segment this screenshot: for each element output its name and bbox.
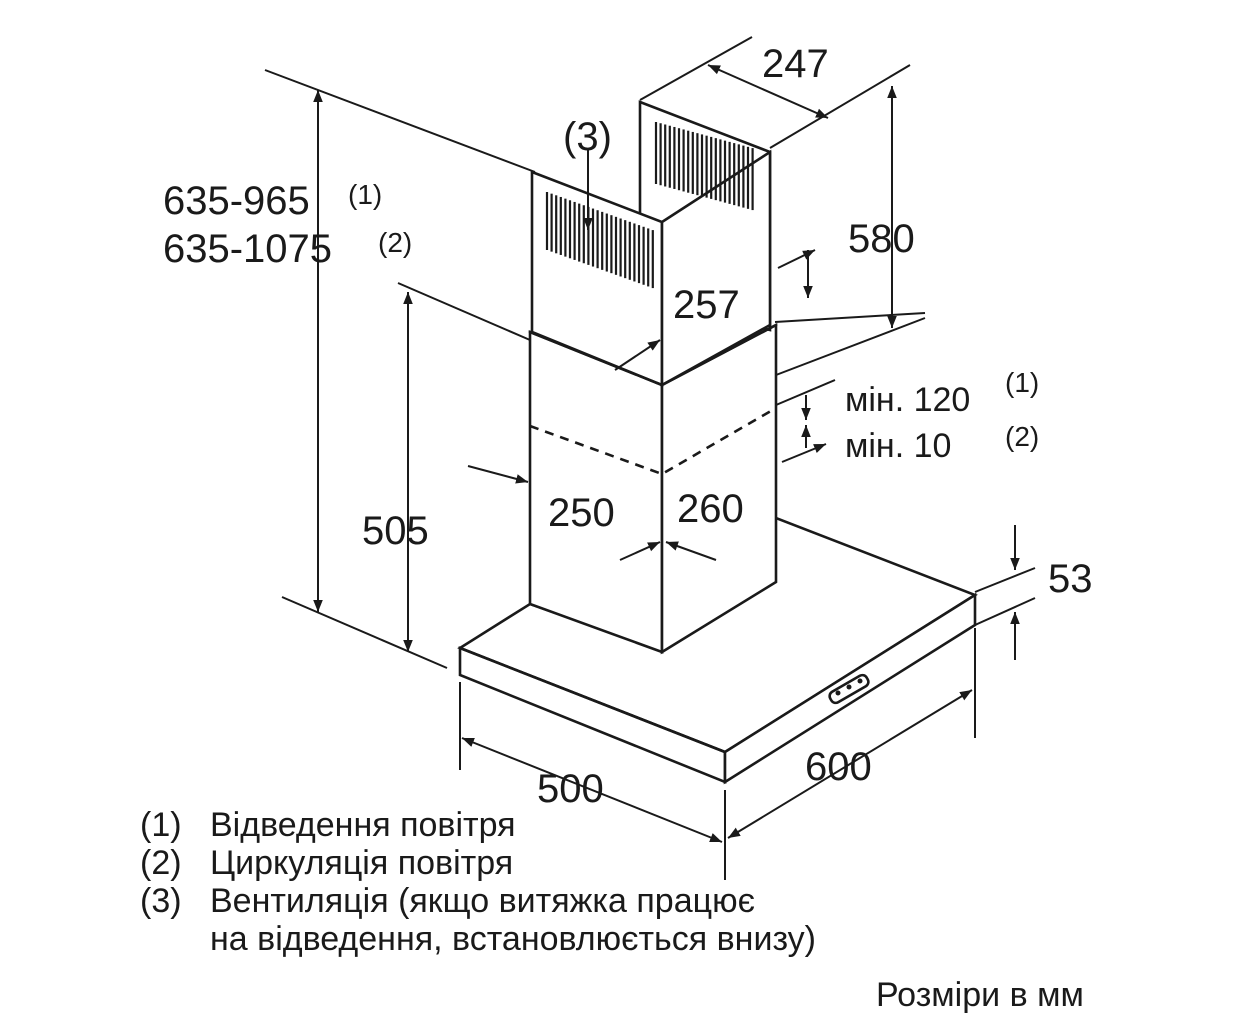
- legend-item: (2) Циркуляція повітря: [140, 844, 816, 882]
- ventilation-grille-back: [654, 122, 754, 211]
- upper-chimney-height-label: 580: [848, 217, 915, 261]
- legend-number: (2): [140, 844, 182, 882]
- total-height-range-1: 635-965: [163, 179, 310, 223]
- legend-text: Вентиляція (якщо витяжка працює: [210, 882, 755, 920]
- lower-chimney-depth-label: 250: [548, 491, 615, 535]
- legend-number: (1): [140, 806, 182, 844]
- lower-chimney-height-label: 505: [362, 509, 429, 553]
- units-note: Розміри в мм: [876, 976, 1084, 1014]
- canopy-depth-label: 500: [537, 767, 604, 811]
- total-height-range-1-note: (1): [348, 179, 382, 210]
- grille-callout-label: (3): [563, 115, 612, 159]
- legend-text: Циркуляція повітря: [210, 844, 514, 882]
- min-gap-2-note: (2): [1005, 421, 1039, 452]
- canopy-thickness-label: 53: [1048, 557, 1093, 601]
- dimension-labels: 247 (3) 635-965 (1) 635-1075 (2) 580 257…: [163, 42, 1093, 811]
- legend: (1) Відведення повітря (2) Циркуляція пові…: [140, 806, 816, 958]
- ventilation-grille-front: [545, 192, 654, 289]
- legend-text: Відведення повітря: [210, 806, 516, 844]
- legend-item: (1) Відведення повітря: [140, 806, 816, 844]
- chimney-top-depth-label: 247: [762, 42, 829, 86]
- lower-chimney-width-label: 260: [677, 487, 744, 531]
- upper-chimney-width-label: 257: [673, 283, 740, 327]
- legend-text: на відведення, встановлюється внизу): [210, 920, 816, 958]
- legend-item: на відведення, встановлюється внизу): [140, 920, 816, 958]
- legend-item: (3) Вентиляція (якщо витяжка працює: [140, 882, 816, 920]
- extension-lines: [264, 36, 1036, 880]
- min-gap-1-label: мін. 120: [845, 381, 970, 419]
- total-height-range-2: 635-1075: [163, 227, 332, 271]
- lower-chimney: [528, 322, 778, 655]
- min-gap-1-note: (1): [1005, 367, 1039, 398]
- dimension-arrows: [313, 64, 1020, 843]
- legend-number: (3): [140, 882, 182, 920]
- total-height-range-2-note: (2): [378, 227, 412, 258]
- min-gap-2-label: мін. 10: [845, 427, 951, 465]
- canopy-width-label: 600: [805, 745, 872, 789]
